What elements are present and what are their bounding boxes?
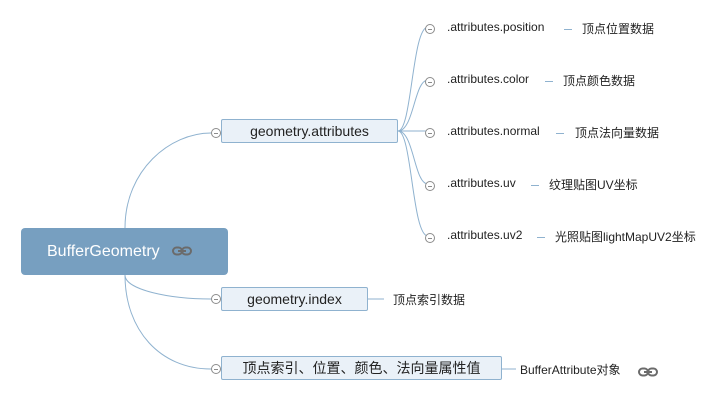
topic-label: 顶点索引、位置、颜色、法向量属性值 <box>242 360 481 376</box>
note-position: 顶点位置数据 <box>582 22 655 36</box>
subtopic-color[interactable]: .attributes.color <box>447 72 530 86</box>
topic-label: geometry.index <box>247 291 342 307</box>
link-icon[interactable] <box>171 243 192 261</box>
note-connector <box>564 29 572 30</box>
collapse-toggle-index[interactable] <box>211 294 221 304</box>
link-icon[interactable] <box>638 364 658 382</box>
topic-label: geometry.attributes <box>250 123 369 139</box>
note-color: 顶点颜色数据 <box>563 74 636 88</box>
note-connector <box>531 185 539 186</box>
note-connector <box>537 237 545 238</box>
connector-root-index <box>124 274 212 300</box>
connector-attr-position <box>397 26 429 132</box>
collapse-toggle-uv[interactable] <box>425 181 435 191</box>
collapse-toggle-position[interactable] <box>425 24 435 34</box>
collapse-toggle-values[interactable] <box>211 364 221 374</box>
note-uv2: 光照贴图lightMapUV2坐标 <box>555 230 696 244</box>
collapse-toggle-normal[interactable] <box>425 128 435 138</box>
subtopic-uv2[interactable]: .attributes.uv2 <box>447 228 523 242</box>
collapse-toggle-attributes[interactable] <box>211 128 221 138</box>
note-connector <box>545 81 553 82</box>
subtopic-position[interactable]: .attributes.position <box>447 20 545 34</box>
subtopic-uv[interactable]: .attributes.uv <box>447 176 516 190</box>
topic-geometry-index[interactable]: geometry.index <box>221 287 368 311</box>
topic-attribute-values[interactable]: 顶点索引、位置、颜色、法向量属性值 <box>221 356 502 380</box>
collapse-toggle-uv2[interactable] <box>425 233 435 243</box>
topic-geometry-attributes[interactable]: geometry.attributes <box>221 119 398 143</box>
connector-attr-color <box>397 79 429 132</box>
root-label: BufferGeometry <box>47 242 160 260</box>
connector-root-values <box>124 274 212 370</box>
note-buffer-attribute: BufferAttribute对象 <box>520 363 621 377</box>
collapse-toggle-color[interactable] <box>425 77 435 87</box>
connector-attr-uv <box>397 130 429 185</box>
note-index: 顶点索引数据 <box>393 293 466 307</box>
note-connector <box>556 133 564 134</box>
connector-attr-uv2 <box>397 130 429 237</box>
connector-root-attributes <box>124 132 212 229</box>
subtopic-normal[interactable]: .attributes.normal <box>447 124 540 138</box>
root-node[interactable]: BufferGeometry <box>21 228 228 275</box>
note-normal: 顶点法向量数据 <box>575 126 660 140</box>
note-uv: 纹理贴图UV坐标 <box>549 178 638 192</box>
